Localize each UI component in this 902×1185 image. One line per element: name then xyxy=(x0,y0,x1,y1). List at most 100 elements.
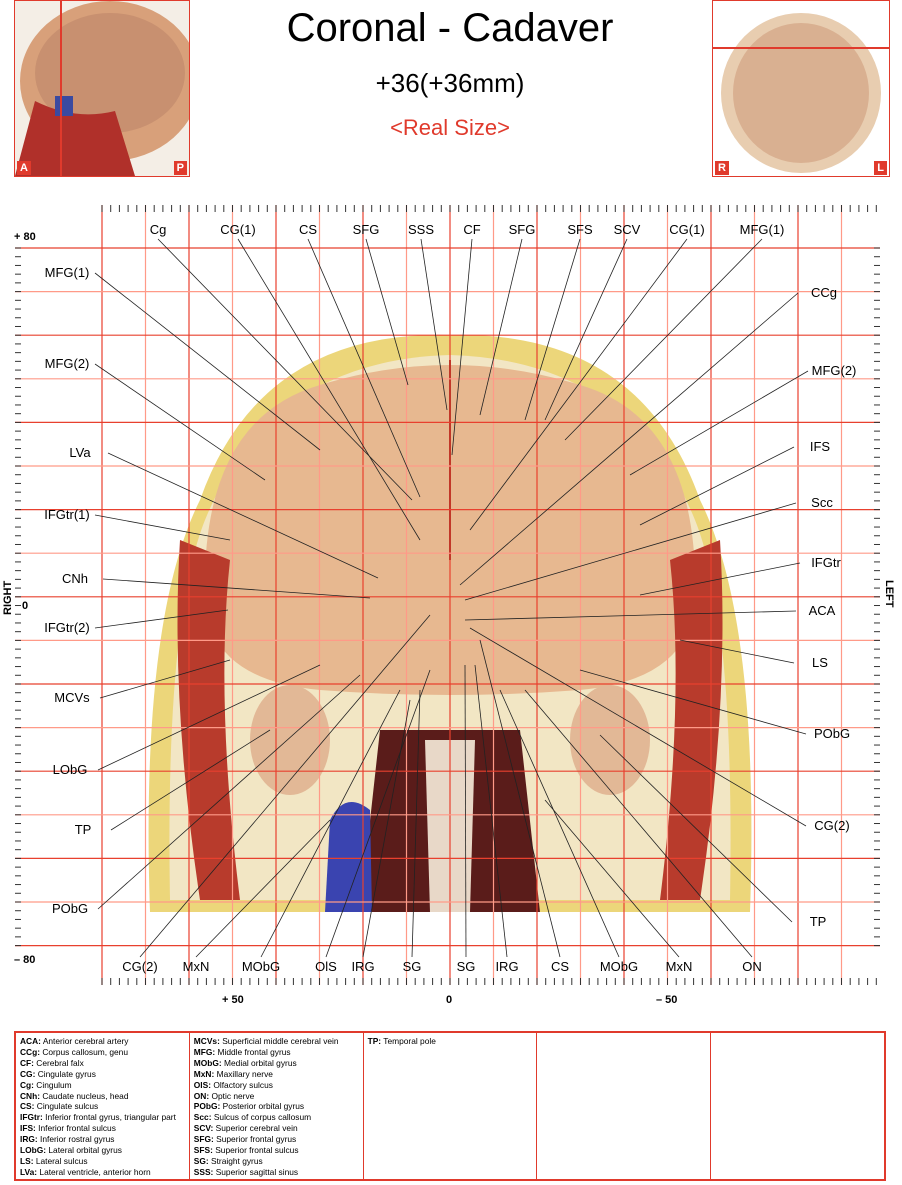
leader-line xyxy=(365,238,409,386)
legend-abbr: TP: xyxy=(367,1036,382,1046)
structure-label-bottom: SG xyxy=(403,959,422,974)
legend-abbr: SCV: xyxy=(193,1123,214,1134)
leader-line xyxy=(564,238,763,441)
structure-label-bottom: OlS xyxy=(315,959,337,974)
legend-entry: MxN: Maxillary nerve xyxy=(194,1069,359,1080)
legend-entry: Scc: Sulcus of corpus callosum xyxy=(194,1112,359,1123)
legend-abbr: SFS: xyxy=(193,1145,213,1156)
legend-column: TP: Temporal pole xyxy=(364,1033,538,1179)
legend-entry: LVa: Lateral ventricle, anterior horn xyxy=(20,1167,185,1178)
anterior-badge: A xyxy=(17,161,31,175)
leader-line xyxy=(464,610,797,621)
leader-line xyxy=(639,446,795,526)
structure-label-top: Cg xyxy=(150,222,167,237)
scale-note: <Real Size> xyxy=(390,115,510,140)
structure-label-right: TP xyxy=(810,914,827,929)
legend-entry: IFGtr: Inferior frontal gyrus, triangula… xyxy=(20,1112,185,1123)
legend-desc: Corpus callosum, genu xyxy=(42,1046,128,1057)
legend-abbr: ACA: xyxy=(20,1036,41,1046)
leader-line xyxy=(110,729,271,831)
legend-abbr: LS: xyxy=(20,1155,34,1166)
leader-line xyxy=(599,734,793,923)
structure-label-right: PObG xyxy=(814,726,850,741)
legend-entry: IRG: Inferior rostral gyrus xyxy=(20,1134,185,1145)
structure-label-top: CF xyxy=(463,222,480,237)
legend-desc: Sulcus of corpus callosum xyxy=(213,1112,312,1123)
structure-label-right: IFGtr xyxy=(811,555,841,570)
leader-line xyxy=(629,370,809,476)
sagittal-brain-image xyxy=(15,1,189,176)
legend-entry: LObG: Lateral orbital gyrus xyxy=(20,1145,185,1156)
legend-desc: Cingulate gyrus xyxy=(37,1068,96,1079)
legend-desc: Inferior frontal gyrus, triangular part xyxy=(45,1112,176,1123)
legend-desc: Lateral orbital gyrus xyxy=(48,1145,122,1156)
structure-label-right: MFG(2) xyxy=(812,363,857,378)
legend-desc: Middle frontal gyrus xyxy=(217,1046,291,1057)
legend-abbr: PObG: xyxy=(193,1101,221,1112)
legend-abbr: CG: xyxy=(20,1068,36,1079)
leader-line xyxy=(102,578,371,599)
legend-abbr: MFG: xyxy=(193,1046,216,1057)
structure-label-top: CG(1) xyxy=(669,222,704,237)
leader-line xyxy=(639,562,801,596)
legend-entry: CF: Cerebral falx xyxy=(20,1058,185,1069)
structure-label-right: IFS xyxy=(810,439,831,454)
legend-column-empty xyxy=(711,1033,884,1179)
legend-abbr: IFGtr: xyxy=(20,1112,43,1123)
axial-thumbnail[interactable]: R L xyxy=(712,0,890,177)
legend-abbr: LVa: xyxy=(20,1166,38,1177)
axis-ruler-ticks xyxy=(15,205,880,985)
leader-line xyxy=(107,452,379,579)
x-axis-plus50-label: + 50 xyxy=(222,994,244,1006)
structure-label-top: SCV xyxy=(614,222,641,237)
sagittal-thumbnail[interactable]: A P xyxy=(14,0,190,177)
legend-abbr: IFS: xyxy=(20,1123,36,1134)
legend-abbr: SSS: xyxy=(193,1166,214,1177)
x-axis-zero-label: 0 xyxy=(446,994,452,1006)
structure-label-bottom: CS xyxy=(551,959,569,974)
leader-line xyxy=(94,363,266,481)
left-side-label: LEFT xyxy=(883,580,895,608)
leader-line xyxy=(579,669,807,735)
legend-entry: TP: Temporal pole xyxy=(368,1036,533,1047)
leader-line xyxy=(469,627,807,827)
structure-label-top: SFS xyxy=(567,222,593,237)
structure-label-bottom: MxN xyxy=(666,959,693,974)
structure-label-left: MCVs xyxy=(54,690,90,705)
structure-label-top: SFG xyxy=(353,222,380,237)
legend-desc: Cerebral falx xyxy=(36,1057,84,1068)
legend-desc: Temporal pole xyxy=(383,1036,436,1046)
legend-entry: SSS: Superior sagittal sinus xyxy=(194,1167,359,1178)
legend-abbr: LObG: xyxy=(20,1145,47,1156)
legend-desc: Medial orbital gyrus xyxy=(224,1057,297,1068)
legend-entry: SG: Straight gyrus xyxy=(194,1156,359,1167)
y-axis-zero-label: 0 xyxy=(22,600,28,612)
leader-line xyxy=(307,238,421,498)
structure-label-left: CNh xyxy=(62,571,88,586)
structure-label-bottom: CG(2) xyxy=(122,959,157,974)
structure-label-right: LS xyxy=(812,655,828,670)
legend-entry: SFG: Superior frontal gyrus xyxy=(194,1134,359,1145)
leader-line xyxy=(195,819,331,958)
legend-entry: MFG: Middle frontal gyrus xyxy=(194,1047,359,1058)
structure-label-bottom: MObG xyxy=(600,959,638,974)
legend-abbr: CNh: xyxy=(20,1090,41,1101)
leader-line xyxy=(325,669,431,958)
legend-abbr: CCg: xyxy=(20,1046,41,1057)
leader-line xyxy=(544,238,628,421)
legend-desc: Superior sagittal sinus xyxy=(215,1166,299,1177)
legend-abbr: SG: xyxy=(193,1155,209,1166)
leader-line xyxy=(97,674,361,910)
legend-desc: Maxillary nerve xyxy=(216,1068,273,1079)
leader-line xyxy=(524,238,581,421)
legend-desc: Lateral ventricle, anterior horn xyxy=(39,1166,151,1177)
legend-desc: Superior cerebral vein xyxy=(215,1123,298,1134)
legend-entry: Cg: Cingulum xyxy=(20,1080,185,1091)
structure-label-left: IFGtr(1) xyxy=(44,507,90,522)
legend-desc: Superficial middle cerebral vein xyxy=(222,1036,339,1046)
slice-position: +36(+36mm) xyxy=(375,68,525,98)
structure-label-left: IFGtr(2) xyxy=(44,620,90,635)
y-axis-top-label: + 80 xyxy=(14,231,36,243)
